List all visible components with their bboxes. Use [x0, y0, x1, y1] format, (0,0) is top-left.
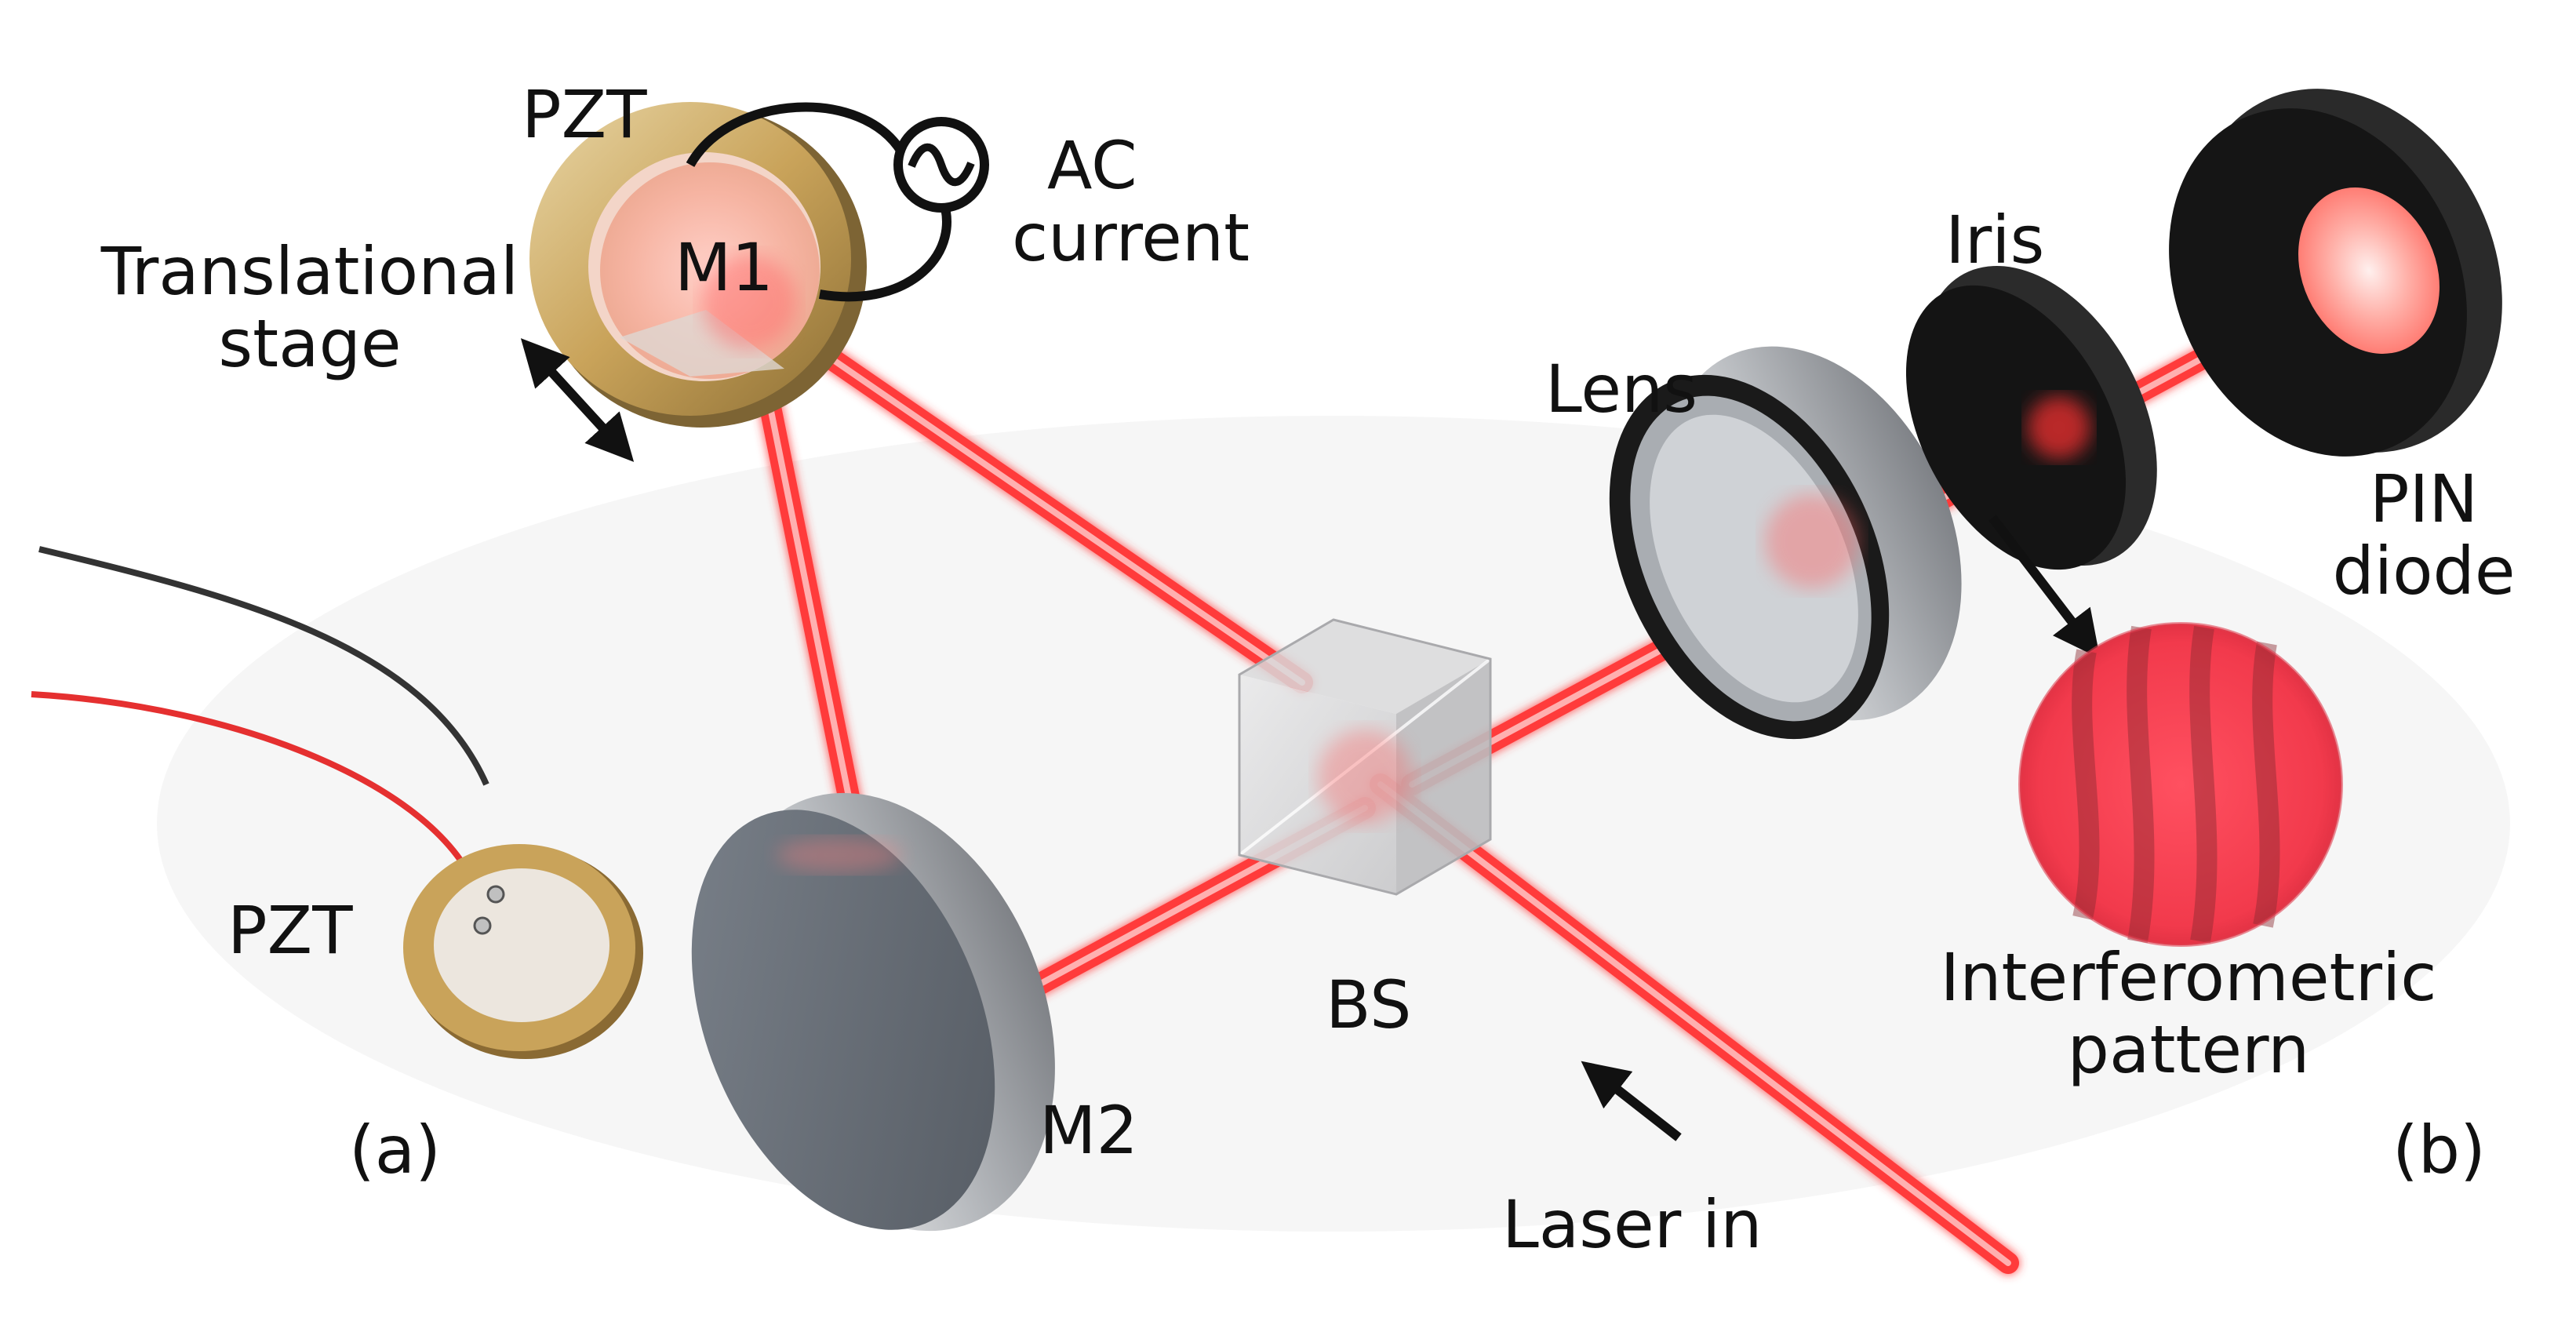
- label-panel-b: (b): [2392, 1112, 2486, 1188]
- lens-optic: [1609, 346, 1962, 740]
- ac-source-icon: [893, 117, 989, 213]
- interferometric-pattern-disk: [2018, 622, 2343, 947]
- label-panel-a: (a): [349, 1112, 442, 1188]
- laser-in-arrow: [1581, 1061, 1682, 1141]
- label-bs: BS: [1326, 966, 1412, 1043]
- label-ac-current: AC current: [1012, 129, 1250, 274]
- label-m1: M1: [675, 229, 773, 306]
- beam-splitter-cube: [1238, 618, 1492, 896]
- label-iris: Iris: [1945, 202, 2045, 278]
- iris-aperture: [1905, 265, 2157, 570]
- label-translational-stage: Translational stage: [75, 235, 545, 380]
- label-translational-line2: stage: [218, 305, 402, 382]
- label-m2: M2: [1039, 1092, 1138, 1169]
- label-interferometric-line2: pattern: [2067, 1011, 2310, 1088]
- pattern-arrow: [1988, 515, 2101, 659]
- label-pzt-bottom: PZT: [227, 892, 353, 969]
- pzt-disc: [31, 546, 643, 1059]
- label-pin-line2: diode: [2332, 533, 2516, 610]
- label-ac-line2: current: [1012, 199, 1250, 276]
- label-pin-line1: PIN: [2369, 460, 2479, 537]
- label-translational-line1: Translational: [100, 233, 519, 310]
- label-pzt-top: PZT: [522, 76, 647, 153]
- label-pin-diode: PIN diode: [2314, 463, 2534, 607]
- label-laser-in: Laser in: [1502, 1186, 1763, 1263]
- label-lens: Lens: [1545, 351, 1698, 428]
- label-interferometric-pattern: Interferometric pattern: [1883, 941, 2494, 1086]
- pin-diode: [2169, 89, 2502, 457]
- label-ac-line1: AC: [1047, 127, 1137, 204]
- pzt-wire-bottom: [818, 194, 951, 302]
- m2-mirror: [691, 792, 1055, 1232]
- label-interferometric-line1: Interferometric: [1940, 939, 2437, 1016]
- pzt-wire-top: [686, 102, 907, 168]
- translational-stage-arrow: [520, 338, 635, 462]
